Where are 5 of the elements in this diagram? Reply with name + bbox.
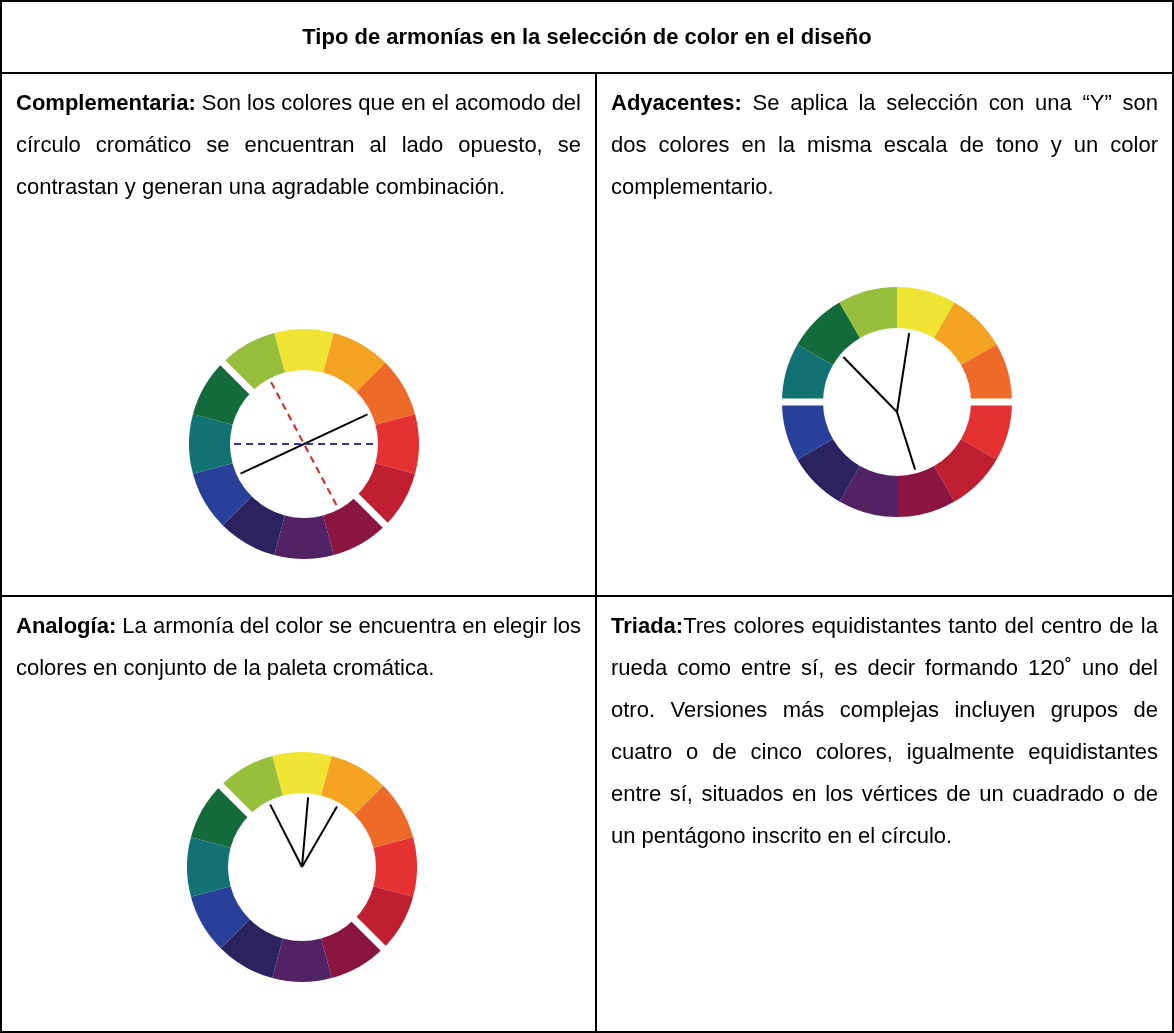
table-title: Tipo de armonías en la selección de color en el diseño [301,24,873,50]
description-text: Adyacentes: Se aplica la selección con una “Y” son dos colores en la misma escala de tono y un color complementario. [611,89,1158,201]
description-text: Triada:Tres colores equidistantes tanto del centro de la rueda como entre sí, es decir formando 120˚ uno del otro. Versiones más complejas incluyen grupos de cuatro o de cinco colores, igualmente equidistantes entre sí, situados en los vértices de un cuadrado o de un pentágono inscrito en el círculo. [611,612,1158,850]
description-text: Analogía: La armonía del color se encuentra en elegir los colores en conjunto de la paleta cromática. [16,612,581,682]
description-text: Complementaria: Son los colores que en el acomodo del círculo cromático se encuentran al lado opuesto, se contrastan y generan una agradable combinación. [16,89,581,201]
